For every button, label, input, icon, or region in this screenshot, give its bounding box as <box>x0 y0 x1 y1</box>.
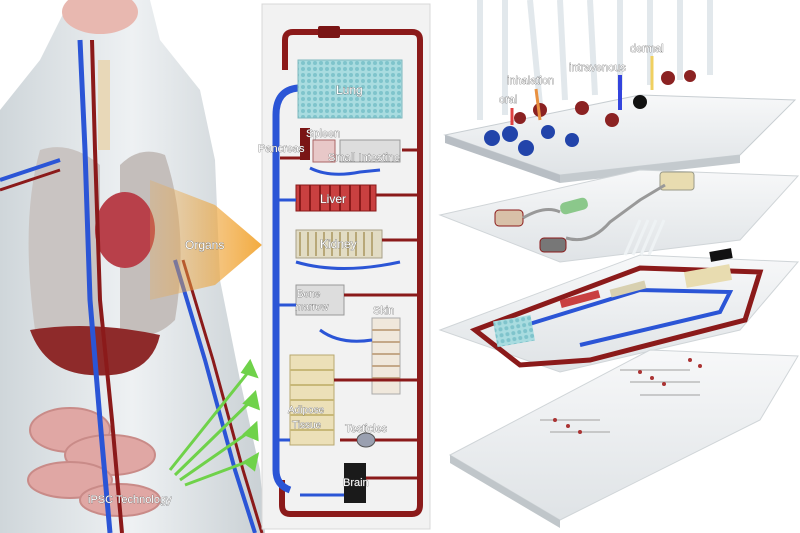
testicles-label: Testicles <box>345 423 388 435</box>
tissue-label: Tissue <box>292 420 322 431</box>
network-artery <box>469 265 764 368</box>
ipsc-arrows <box>168 358 261 487</box>
intestines <box>27 407 161 517</box>
cartridge-layer <box>438 169 800 263</box>
adipose-module <box>289 354 335 446</box>
brain-shape <box>62 0 138 34</box>
network-vein <box>509 287 734 347</box>
route-inhalation: inhalation <box>507 75 554 87</box>
body-vein <box>77 39 113 533</box>
chip-panel: Lung Spleen Pancreas Small Intestine Liv… <box>258 3 431 530</box>
bone-marrow-module <box>295 284 345 316</box>
route-arrows <box>510 56 654 125</box>
route-intravenous: intravenous <box>569 62 626 74</box>
liver-module <box>295 184 377 212</box>
base-layer <box>448 349 799 528</box>
brain-label: Brain <box>343 477 369 489</box>
pancreas-label: Pancreas <box>258 143 305 155</box>
port-caps <box>484 70 696 156</box>
artery-loop <box>279 29 423 517</box>
skin-label: Skin <box>373 305 394 317</box>
trachea <box>98 60 110 150</box>
network-layer <box>438 219 800 373</box>
bone-label: Bone <box>297 289 321 300</box>
kidney-module <box>295 229 383 259</box>
vein-trunk <box>272 84 299 494</box>
lung-label: Lung <box>336 83 363 97</box>
body-panel: Organs iPSC Technology <box>0 0 265 533</box>
organs-arrow <box>150 180 262 300</box>
ports-layer: oral inhalation intravenous dermal <box>443 0 797 183</box>
arm-vessel <box>173 259 257 533</box>
testicles-module <box>356 432 376 448</box>
marrow-label: marrow <box>295 302 329 313</box>
small-intestine-label: Small Intestine <box>328 152 400 164</box>
layers-panel: oral inhalation intravenous dermal <box>438 0 800 528</box>
arm-vessel-2 <box>181 259 264 533</box>
ipsc-label: iPSC Technology <box>88 494 172 506</box>
adipose-label: Adipose <box>288 405 325 416</box>
route-oral: oral <box>499 94 517 106</box>
spleen-module <box>300 128 401 163</box>
brain-module <box>344 463 366 503</box>
skin-module <box>371 317 401 395</box>
heart <box>95 192 155 268</box>
kidney-label: Kidney <box>320 237 357 251</box>
route-dermal: dermal <box>630 43 664 55</box>
body-artery <box>90 39 124 533</box>
organs-label: Organs <box>185 238 224 252</box>
liver-label: Liver <box>320 192 346 206</box>
spleen-label: Spleen <box>306 128 340 140</box>
left-lung <box>28 147 101 340</box>
lung-block <box>297 59 403 119</box>
